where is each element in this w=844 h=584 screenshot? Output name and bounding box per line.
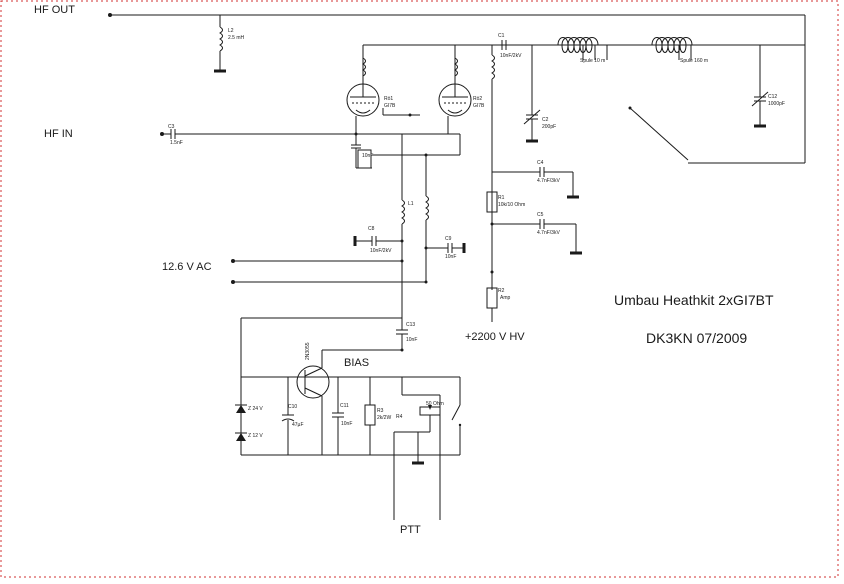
grid-wiring: [382, 108, 420, 117]
r3-ref: R3: [377, 408, 384, 414]
bias-frame: [240, 317, 461, 456]
capacitor-c4: [520, 167, 579, 199]
c3-ref: C3: [168, 124, 175, 130]
zener-z2: [235, 413, 247, 441]
ptt-lines: [393, 432, 441, 520]
filament-wiring: [401, 134, 429, 330]
band-switch: [628, 106, 805, 164]
c1-ref: C1: [498, 33, 505, 39]
c4-ref: C4: [537, 160, 544, 166]
c12-ref: C12: [768, 94, 777, 100]
anode-wiring: [362, 44, 805, 85]
capacitor-c8: [353, 236, 404, 246]
ptt-switch: [451, 404, 462, 427]
c5-value: 4.7nF/3kV: [537, 230, 560, 236]
hv-choke: [491, 45, 495, 290]
anode-chokes: [362, 57, 458, 77]
c10-ref: C10: [288, 404, 297, 410]
ro2-type: GI7B: [473, 103, 485, 109]
hf-out-label: HF OUT: [34, 4, 75, 16]
c9-ref: C9: [445, 236, 452, 242]
c13-value: 10nF: [406, 337, 417, 343]
hf-in-label: HF IN: [44, 128, 73, 140]
capacitor-c13: [396, 329, 408, 350]
l2-ref: L2: [228, 28, 234, 34]
diagram-title: Umbau Heathkit 2xGI7BT: [614, 292, 774, 308]
ro1-ref: Rö1: [384, 96, 393, 102]
coil-l4: [651, 37, 693, 53]
zener-z1: [235, 377, 247, 413]
c12-value: 1000pF: [768, 101, 785, 107]
cathode-network: [351, 116, 461, 169]
bias-label: BIAS: [344, 357, 369, 369]
coil-l3: [557, 37, 599, 53]
c11-value: 10nF: [341, 421, 352, 427]
c8-ref: C8: [368, 226, 375, 232]
capacitor-c5: [490, 219, 582, 255]
ac-lines: [231, 259, 428, 284]
r2-ref: R2: [498, 288, 505, 294]
transistor-ref: 2N3055: [305, 342, 311, 360]
capacitor-c2: [523, 45, 541, 143]
resistor-r1: [486, 191, 498, 213]
l1-ref: L1: [408, 201, 414, 207]
z1-label: Z 24 V: [248, 406, 263, 412]
c8-value: 10nF/2kV: [370, 248, 392, 254]
ac-label: 12.6 V AC: [162, 261, 212, 273]
ro1-type: GI7B: [384, 103, 396, 109]
r4-ref: R4: [396, 414, 403, 420]
c2-ref: C2: [542, 117, 549, 123]
r1-ref: R1: [498, 195, 505, 201]
capacitor-c11: [332, 377, 344, 455]
hf-out-line: [108, 13, 806, 163]
transistor-2n3055: [296, 348, 404, 455]
ptt-label: PTT: [400, 524, 421, 536]
resistor-r3: [364, 377, 376, 455]
z2-label: Z 12 V: [248, 433, 263, 439]
r1-value: 10k/10 Ohm: [498, 202, 525, 208]
ro2-ref: Rö2: [473, 96, 482, 102]
c13-ref: C13: [406, 322, 415, 328]
choke-l2: [214, 15, 226, 73]
l2-value: 2.5 mH: [228, 35, 245, 41]
capacitor-c10: [281, 377, 295, 455]
coil-taps: [582, 45, 692, 60]
diagram-author-date: DK3KN 07/2009: [646, 330, 747, 346]
potentiometer-r4: [394, 377, 441, 433]
c3-value: 1.5nF: [170, 140, 183, 146]
tube-ro1: [346, 83, 380, 117]
c9-value: 10nF: [445, 254, 456, 260]
c2-value: 200pF: [542, 124, 556, 130]
c5-ref: C5: [537, 212, 544, 218]
l3-label: Spule 10 m: [580, 58, 605, 64]
r2-value: Amp: [500, 295, 511, 301]
c10-value: 47µF: [292, 422, 304, 428]
capacitor-c12: [751, 45, 769, 128]
resistor-r2: [486, 270, 498, 322]
r3-value: 2k/2W: [377, 415, 391, 421]
capacitor-c9: [424, 243, 466, 253]
c11-ref: C11: [340, 403, 349, 409]
hv-label: +2200 V HV: [465, 331, 525, 343]
c1-value: 10nF/2kV: [500, 53, 522, 59]
c7-value: 10nF: [362, 153, 373, 159]
hf-in-line: [160, 129, 460, 139]
tube-ro2: [438, 83, 472, 117]
c4-value: 4.7nF/3kV: [537, 178, 560, 184]
r4-value: 50 Ohm: [426, 401, 444, 407]
capacitor-c1: [501, 40, 507, 50]
l4-label: Spule 160 m: [680, 58, 708, 64]
